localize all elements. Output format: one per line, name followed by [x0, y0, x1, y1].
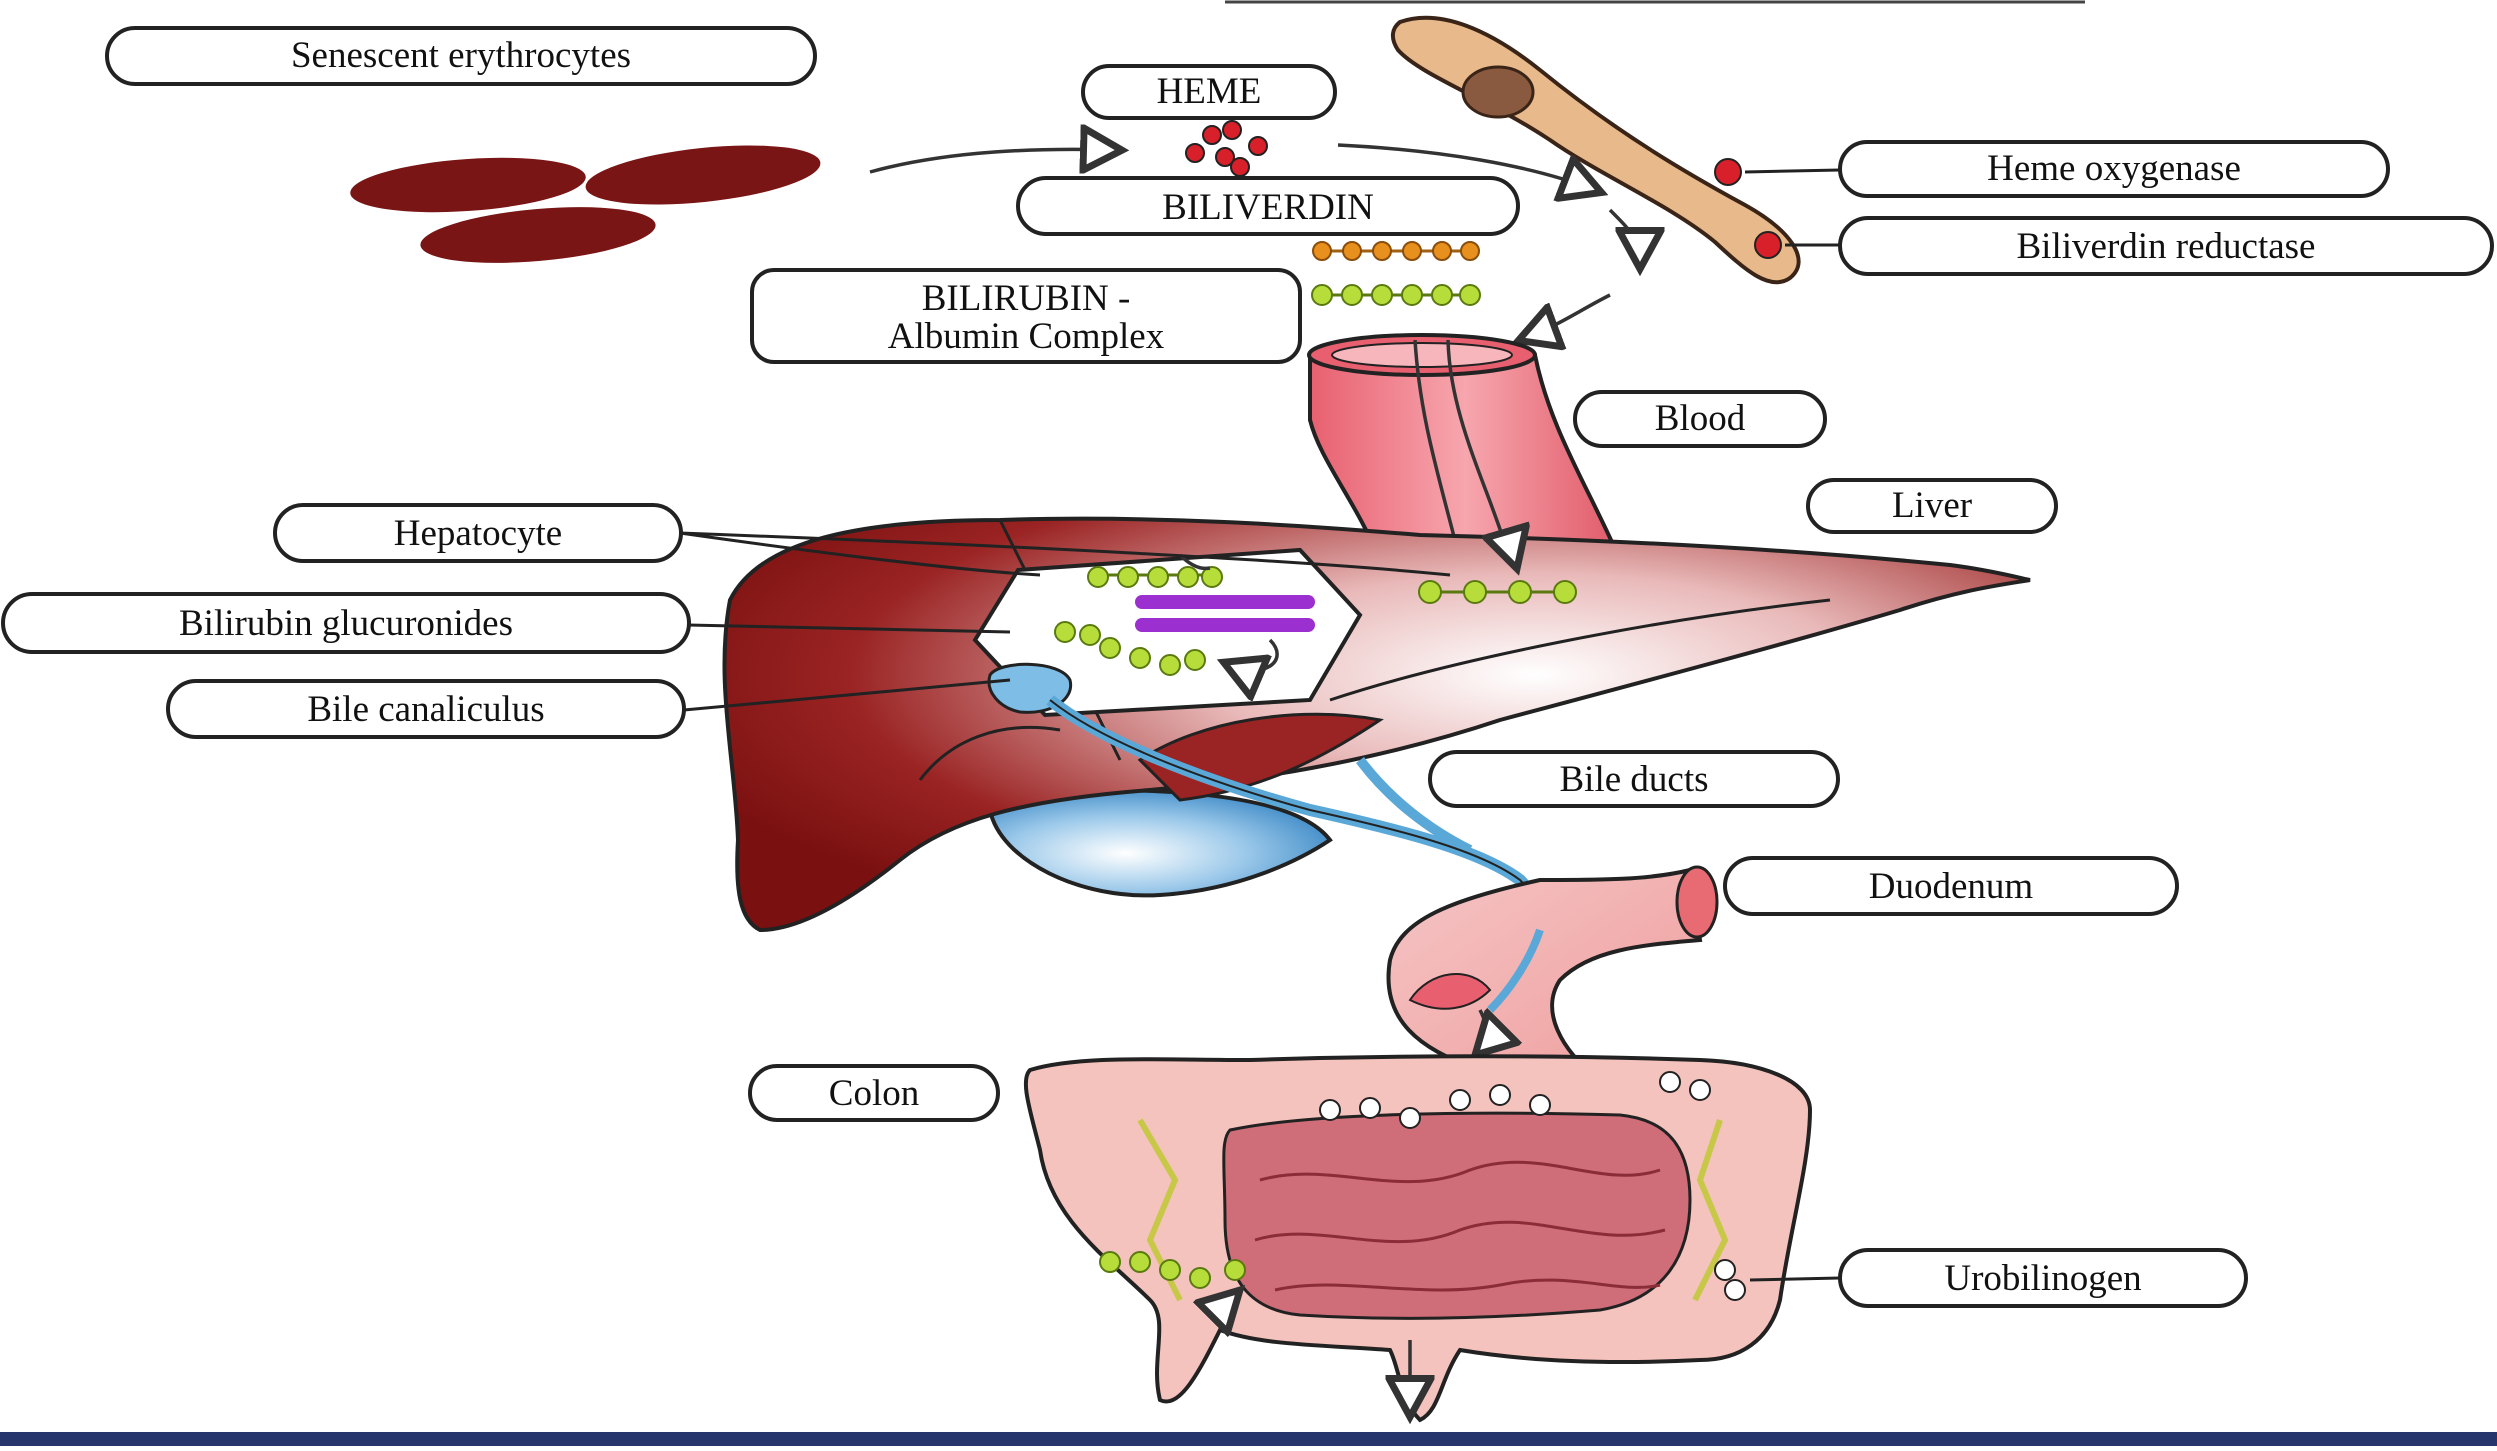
label-bile-canaliculus: Bile canaliculus — [166, 679, 686, 739]
svg-text:Bile canaliculus: Bile canaliculus — [307, 689, 544, 730]
label-bile-ducts: Bile ducts — [1428, 750, 1840, 808]
label-bilirubin-glucuronides: Bilirubin glucuronides — [1, 592, 691, 654]
erythrocyte-2 — [585, 145, 821, 205]
colon — [1023, 1054, 1813, 1420]
leader-canaliculus — [683, 678, 1011, 712]
glucuronide-bar-1 — [1135, 595, 1315, 609]
label-heme-oxygenase: Heme oxygenase — [1838, 140, 2390, 198]
leader-glucuronides — [687, 623, 1011, 634]
glucuronide-bar-2 — [1135, 618, 1315, 632]
erythrocyte-3 — [420, 207, 656, 263]
svg-text:Senescent erythrocytes: Senescent erythrocytes — [291, 35, 631, 76]
macrophage-cell — [1391, 15, 1801, 285]
svg-text:Liver: Liver — [1892, 485, 1972, 526]
liver-bilirubin-dots — [1418, 545, 1577, 604]
svg-text:Duodenum: Duodenum — [1869, 866, 2034, 907]
bottom-bar — [0, 1432, 2497, 1446]
svg-text:Bile ducts: Bile ducts — [1559, 759, 1708, 800]
biliverdin-dots — [1312, 241, 1480, 261]
label-biliverdin-reductase: Biliverdin reductase — [1838, 216, 2494, 276]
arrow-macrophage-down — [1608, 208, 1640, 262]
arrow-erythrocytes-to-heme — [869, 149, 1115, 172]
label-urobilinogen: Urobilinogen — [1838, 1248, 2248, 1308]
label-blood: Blood — [1573, 390, 1827, 448]
svg-text:Heme oxygenase: Heme oxygenase — [1987, 148, 2241, 189]
leader-urobilinogen — [1749, 1276, 1841, 1282]
svg-text:HEME: HEME — [1157, 71, 1262, 112]
heme-dots — [1185, 120, 1268, 177]
label-liver: Liver — [1806, 478, 2058, 534]
label-colon: Colon — [748, 1064, 1000, 1122]
erythrocyte-1 — [350, 157, 586, 213]
heme-oxygenase-dot — [1714, 158, 1742, 186]
label-heme: HEME — [1081, 64, 1337, 120]
duodenum — [1386, 865, 1719, 1088]
leader-hepatocyte-2 — [679, 531, 1451, 577]
label-hepatocyte: Hepatocyte — [273, 503, 683, 563]
label-bilirubin-albumin: BILIRUBIN - Albumin Complex — [750, 268, 1302, 364]
svg-text:BILIRUBIN -: BILIRUBIN - — [922, 278, 1131, 319]
blood-vessel — [1307, 333, 1624, 562]
macrophage-nucleus — [1461, 65, 1535, 119]
leader-heme-oxygenase — [1744, 168, 1841, 174]
svg-text:Urobilinogen: Urobilinogen — [1944, 1258, 2141, 1299]
bilirubin-albumin-dots — [1311, 284, 1481, 306]
label-senescent-erythrocytes: Senescent erythrocytes — [105, 26, 817, 86]
arrow-to-blood — [1525, 293, 1611, 338]
hepatocyte-cell — [972, 547, 1363, 718]
svg-text:Bilirubin glucuronides: Bilirubin glucuronides — [179, 603, 513, 644]
svg-text:Colon: Colon — [829, 1073, 919, 1114]
svg-text:Biliverdin reductase: Biliverdin reductase — [2017, 226, 2316, 267]
label-duodenum: Duodenum — [1723, 856, 2179, 916]
svg-text:Hepatocyte: Hepatocyte — [394, 513, 562, 554]
svg-text:Albumin Complex: Albumin Complex — [888, 316, 1165, 357]
macrophage-body — [1391, 15, 1801, 285]
leader-hepatocyte — [679, 531, 1041, 577]
arrow-heme-to-macrophage — [1337, 143, 1595, 190]
svg-text:BILIVERDIN: BILIVERDIN — [1162, 187, 1374, 228]
biliverdin-reductase-dot — [1754, 231, 1782, 259]
label-biliverdin: BILIVERDIN — [1016, 176, 1520, 236]
svg-text:Blood: Blood — [1655, 398, 1746, 439]
erythrocytes-group — [350, 145, 821, 263]
